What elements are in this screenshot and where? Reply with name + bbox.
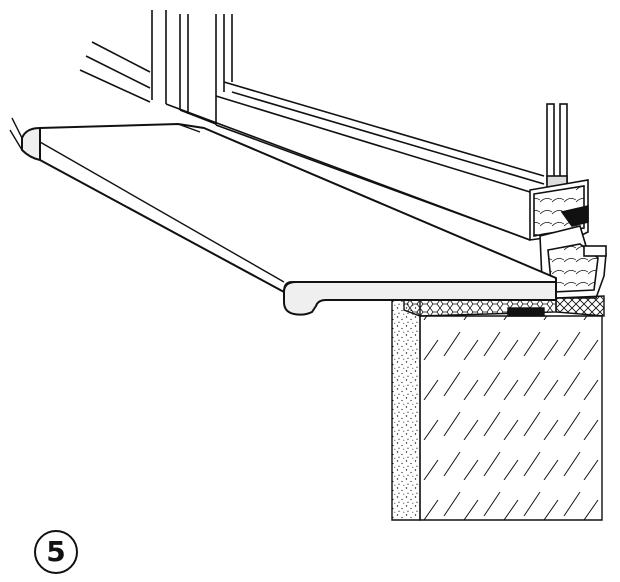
sash-profile — [529, 179, 589, 241]
window-sill-board — [9, 117, 557, 316]
wall-section — [391, 299, 603, 521]
glazing-unit — [546, 103, 568, 191]
step-number-label: 5 — [46, 535, 66, 568]
window-frame — [79, 10, 545, 241]
step-number-badge: 5 — [34, 530, 78, 574]
insulation-layer — [403, 295, 605, 317]
